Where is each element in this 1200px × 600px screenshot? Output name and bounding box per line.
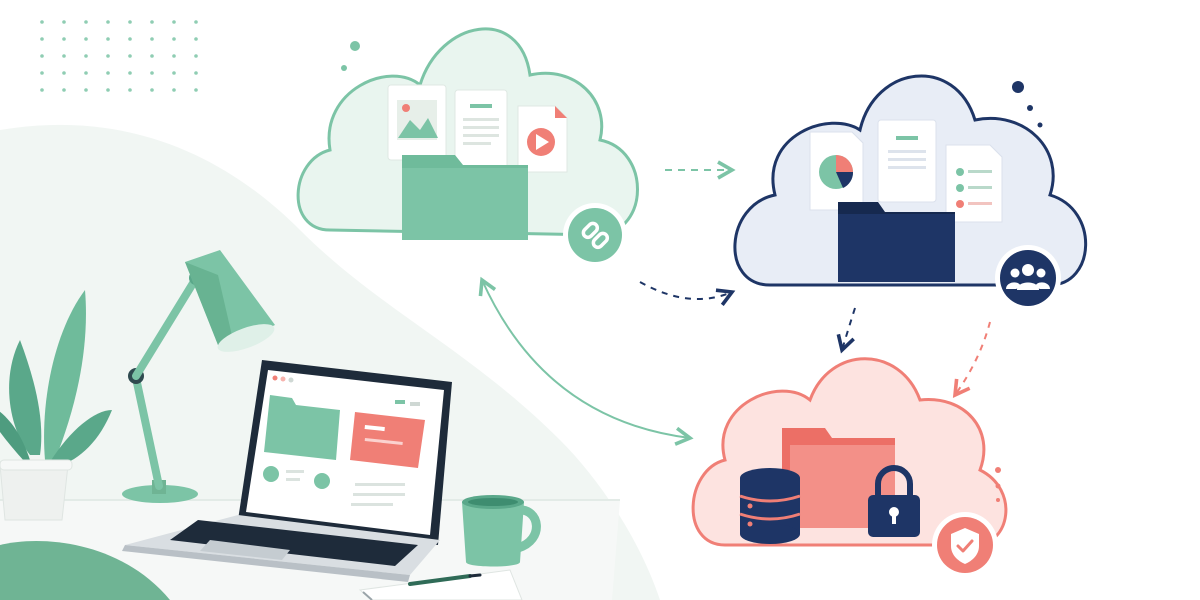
decor-dot	[996, 498, 1000, 502]
shield-badge	[932, 512, 998, 578]
secure-storage-cloud	[691, 357, 1008, 578]
grid-dot	[106, 88, 110, 92]
grid-dot	[128, 54, 132, 58]
mug-icon	[462, 495, 541, 567]
link-badge	[563, 203, 627, 267]
image-document-icon	[387, 84, 447, 161]
desk-lamp-icon	[122, 250, 275, 503]
grid-dot	[128, 37, 132, 41]
folder-icon	[838, 202, 955, 282]
grid-dot	[62, 20, 66, 24]
sync-arrow-navy-down	[836, 307, 856, 354]
grid-dot	[62, 37, 66, 41]
decor-dot	[1012, 81, 1024, 93]
pie-chart-document-icon	[809, 131, 864, 211]
grid-dot	[84, 37, 88, 41]
pen-icon	[408, 573, 482, 586]
grid-dot	[84, 20, 88, 24]
grid-dot	[128, 20, 132, 24]
decor-dot	[995, 467, 1001, 473]
grid-dot	[84, 71, 88, 75]
decor-dot	[1037, 122, 1043, 128]
grid-dot	[106, 54, 110, 58]
link-icon	[581, 221, 610, 250]
padlock-icon	[868, 465, 920, 537]
collaboration-cloud	[733, 74, 1088, 311]
decor-dot	[341, 65, 347, 71]
grid-dot	[150, 71, 154, 75]
grid-dot	[40, 71, 44, 75]
list-document-icon	[945, 144, 1003, 223]
database-icon	[739, 468, 801, 544]
grid-dot	[84, 54, 88, 58]
plant-icon	[0, 290, 112, 521]
grid-dot	[194, 71, 198, 75]
grid-dot	[150, 54, 154, 58]
decor-dot	[350, 41, 360, 51]
folder-icon	[402, 155, 528, 240]
grid-dot	[106, 37, 110, 41]
grid-dot	[150, 20, 154, 24]
grid-dot	[40, 37, 44, 41]
grid-dot	[150, 37, 154, 41]
grid-dot	[40, 88, 44, 92]
users-badge	[995, 245, 1061, 311]
grid-dot	[172, 88, 176, 92]
grid-dot	[172, 54, 176, 58]
grid-dot	[172, 71, 176, 75]
grid-dot	[128, 88, 132, 92]
grid-dot	[62, 54, 66, 58]
grid-dot	[194, 54, 198, 58]
users-icon	[1006, 264, 1050, 290]
sync-arrow-navy-curve	[639, 281, 736, 306]
grid-dot	[128, 71, 132, 75]
text-document-icon	[877, 119, 937, 203]
grid-dot	[172, 20, 176, 24]
video-document-icon	[517, 105, 568, 173]
shield-check-icon	[951, 528, 979, 564]
sync-arrow-green-bidirectional	[478, 276, 694, 446]
grid-dot	[194, 37, 198, 41]
sync-arrow-coral-down	[952, 321, 991, 398]
grid-dot	[172, 37, 176, 41]
grid-dot	[194, 20, 198, 24]
text-document-icon	[454, 89, 508, 169]
grid-dot	[106, 20, 110, 24]
file-sharing-cloud	[296, 27, 639, 267]
grid-dot	[106, 71, 110, 75]
grid-dot	[40, 20, 44, 24]
grid-dot	[194, 88, 198, 92]
grid-dot	[40, 54, 44, 58]
grid-dot	[62, 71, 66, 75]
grid-dot	[84, 88, 88, 92]
decor-dot	[1027, 105, 1033, 111]
dot-grid	[40, 20, 198, 92]
laptop-icon	[122, 360, 452, 582]
grid-dot	[150, 88, 154, 92]
decor-dot	[995, 483, 1001, 489]
grid-dot	[62, 88, 66, 92]
